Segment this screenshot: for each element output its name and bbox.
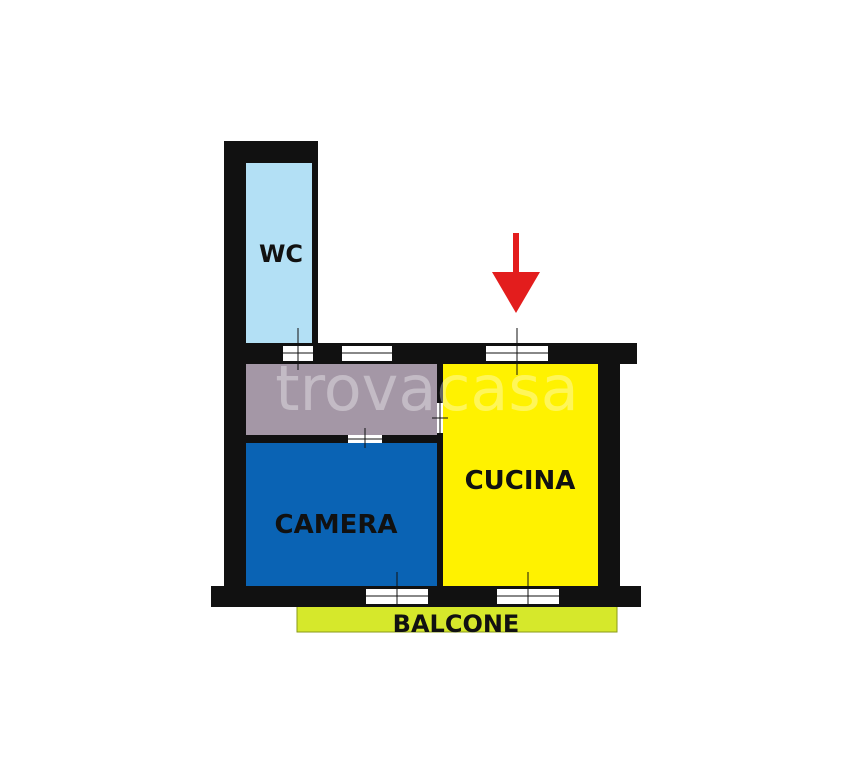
watermark: trovacasa: [275, 352, 578, 425]
balcone-area: [296, 605, 618, 633]
entrance-arrow-icon: [492, 233, 540, 313]
corridor-room: [246, 364, 437, 435]
wc-room: [246, 163, 312, 343]
cucina-room: [443, 364, 598, 586]
camera-room: [246, 443, 437, 586]
wc-label: WC: [259, 240, 303, 268]
opening-ticks: [283, 328, 559, 606]
cucina-label: CUCINA: [465, 466, 576, 496]
camera-label: CAMERA: [275, 510, 398, 540]
balcone-label: BALCONE: [393, 610, 520, 638]
